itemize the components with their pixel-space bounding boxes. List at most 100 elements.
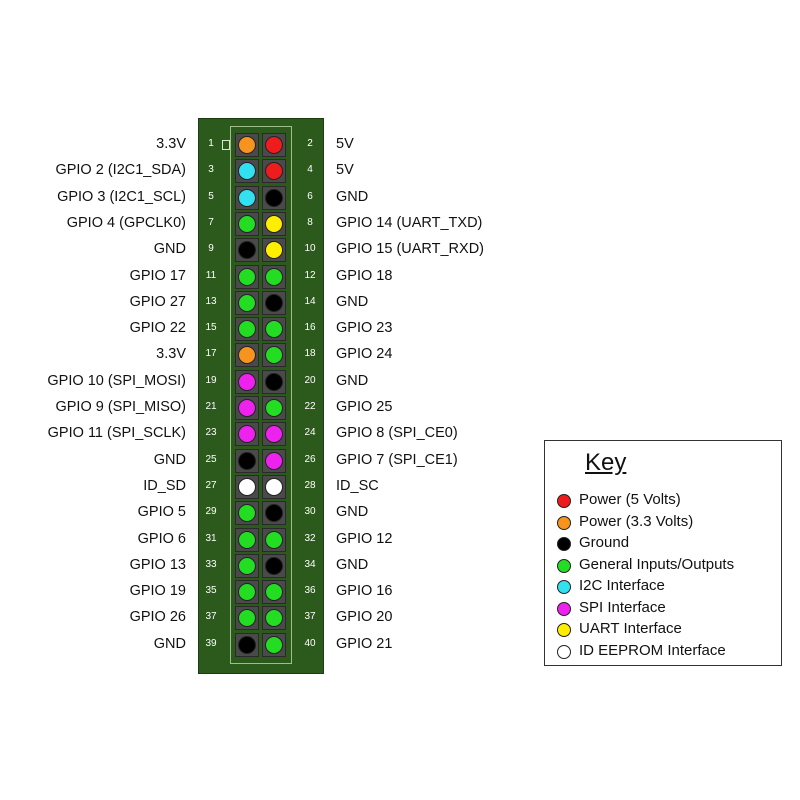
pin-dot-icon xyxy=(265,451,283,470)
pin-dot-icon xyxy=(265,214,283,233)
pin-dot-icon xyxy=(265,399,283,417)
pin-dot-icon xyxy=(265,372,283,391)
legend-dot-icon xyxy=(557,515,571,530)
legend-dot-icon xyxy=(557,580,571,594)
pin-dot-icon xyxy=(265,267,283,286)
pin-socket xyxy=(262,159,286,184)
pin-label: GPIO 15 (UART_RXD) xyxy=(336,241,484,258)
pin-number: 15 xyxy=(205,322,217,334)
pin-row: GND 9 GPIO 15 (UART_RXD) 10 xyxy=(0,237,800,263)
pin-dot-icon xyxy=(238,241,256,260)
pin-socket xyxy=(262,527,286,552)
legend-label: Power (3.3 Volts) xyxy=(579,512,694,530)
pin-number: 11 xyxy=(205,269,217,281)
pin-socket xyxy=(262,448,286,473)
pin-dot-icon xyxy=(238,477,256,496)
pin-label: GND xyxy=(336,504,369,521)
pin-socket xyxy=(235,527,259,552)
pin-dot-icon xyxy=(265,583,283,602)
pin-number: 2 xyxy=(307,138,313,149)
pin-socket xyxy=(262,290,286,315)
pin-number: 28 xyxy=(304,479,316,491)
pin-dot-icon xyxy=(238,293,256,312)
pin-number: 8 xyxy=(307,216,313,228)
pin-dot-icon xyxy=(238,504,256,523)
pin-number: 24 xyxy=(304,427,316,439)
pin-socket xyxy=(235,501,259,526)
pin-socket xyxy=(235,343,259,368)
pin-number: 9 xyxy=(208,243,214,255)
pin-number: 20 xyxy=(304,374,316,386)
pin-socket xyxy=(235,580,259,605)
pin-label: GND xyxy=(336,188,369,205)
pin-dot-icon xyxy=(238,162,256,181)
pin-number: 17 xyxy=(205,348,217,360)
pin-number: 21 xyxy=(205,401,217,412)
pin-dot-icon xyxy=(238,320,256,339)
pin-label: GND xyxy=(153,241,186,258)
pin-dot-icon xyxy=(265,241,283,260)
legend-label: UART Interface xyxy=(579,620,682,637)
pin-label: GND xyxy=(336,372,369,389)
pin-label: GND xyxy=(336,556,369,573)
pin-dot-icon xyxy=(238,530,256,549)
pin-dot-icon xyxy=(238,346,256,365)
gpio-header-board xyxy=(198,118,324,674)
pin-number: 25 xyxy=(205,453,217,465)
pin-socket xyxy=(262,369,286,394)
pin-dot-icon xyxy=(265,293,283,312)
pin-dot-icon xyxy=(238,267,256,286)
legend-dot-icon xyxy=(557,494,571,508)
pin-number: 18 xyxy=(304,348,316,360)
pin-dot-icon xyxy=(238,609,256,628)
pin-label: GPIO 12 xyxy=(336,530,393,547)
legend-label: General Inputs/Outputs xyxy=(579,555,735,573)
pin-number: 6 xyxy=(307,190,313,202)
pin-socket xyxy=(235,264,259,289)
pin-socket xyxy=(235,448,259,473)
pin-number: 10 xyxy=(304,243,316,255)
pin-label: GPIO 14 (UART_TXD) xyxy=(336,214,483,231)
pin-number: 1 xyxy=(208,138,214,149)
pin-socket xyxy=(262,211,286,236)
pin-socket xyxy=(235,632,259,657)
pin-number: 37 xyxy=(205,611,217,623)
pin-socket xyxy=(262,474,286,499)
pin-number: 13 xyxy=(205,295,217,307)
pin-socket xyxy=(235,211,259,236)
pin-socket xyxy=(235,396,259,420)
pin-label: GPIO 16 xyxy=(336,583,393,600)
pin-socket xyxy=(262,317,286,342)
pin-label: GPIO 7 (SPI_CE1) xyxy=(336,451,458,468)
pin-number: 34 xyxy=(304,558,316,570)
pin-number: 31 xyxy=(205,532,217,544)
legend-dot-icon xyxy=(557,537,571,551)
pin-dot-icon xyxy=(265,320,283,339)
pin-socket xyxy=(262,553,286,578)
pin-label: ID_SD xyxy=(143,477,186,494)
pin-socket xyxy=(235,159,259,184)
pin-socket xyxy=(262,580,286,605)
legend-dot-icon xyxy=(557,558,571,573)
pin-label: 5V xyxy=(336,162,354,179)
pin-label: GPIO 21 xyxy=(336,635,393,652)
pin-dot-icon xyxy=(265,635,283,654)
pin-label: GPIO 25 xyxy=(336,399,393,415)
pin-label: 3.3V xyxy=(156,346,186,363)
pin-socket xyxy=(262,422,286,447)
pin-dot-icon xyxy=(265,136,283,154)
pin-number: 22 xyxy=(304,401,316,412)
pin-socket xyxy=(235,606,259,631)
pin-label: GPIO 19 xyxy=(129,583,186,600)
pin-label: GPIO 27 xyxy=(129,293,186,310)
pin1-marker xyxy=(222,140,230,150)
pin-label: GPIO 20 xyxy=(336,609,393,626)
pin-number: 37 xyxy=(304,611,316,623)
pin-number: 39 xyxy=(205,637,217,649)
pin-label: GPIO 2 (I2C1_SDA) xyxy=(55,162,186,179)
legend-dot-icon xyxy=(557,601,571,616)
